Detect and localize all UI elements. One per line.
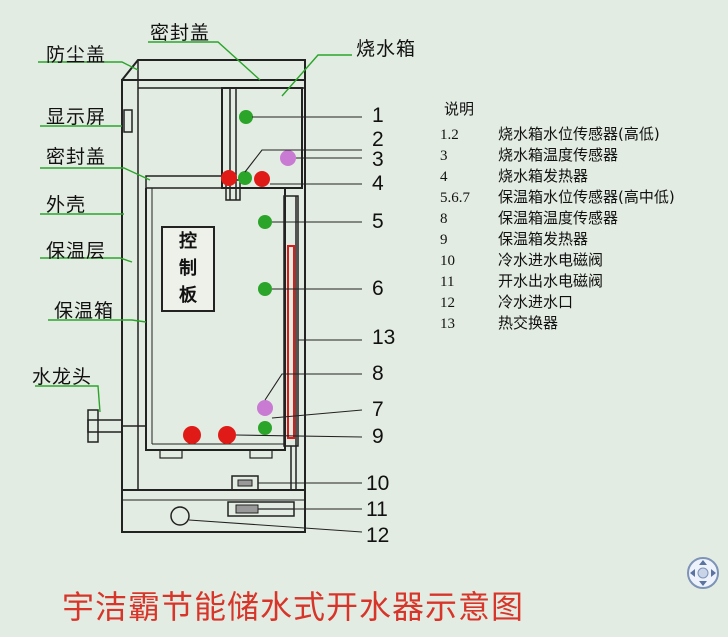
legend-key: 8 xyxy=(440,211,448,227)
legend-row: 13 热交换器 xyxy=(440,313,675,334)
faucet xyxy=(87,419,123,433)
callout-1: 1 xyxy=(372,104,384,127)
base-compartment xyxy=(121,489,306,533)
legend-value: 开水出水电磁阀 xyxy=(498,272,604,290)
callout-4: 4 xyxy=(372,172,384,195)
legend-value: 保温箱发热器 xyxy=(498,230,589,248)
legend-row: 12 冷水进水口 xyxy=(440,292,675,313)
callout-13: 13 xyxy=(372,326,396,349)
legend-key: 13 xyxy=(440,316,455,332)
legend: 1.2 烧水箱水位传感器(高低) 3 烧水箱温度传感器 4 烧水箱发热器 5.6.7 保… xyxy=(440,124,675,334)
callout-7: 7 xyxy=(372,398,384,421)
callout-3: 3 xyxy=(372,148,384,171)
legend-key: 3 xyxy=(440,148,448,164)
control-board: 控 制 板 xyxy=(161,226,215,312)
label-top-seal-cover: 密封盖 xyxy=(150,22,211,44)
legend-key: 1.2 xyxy=(440,127,459,143)
legend-value: 冷水进水电磁阀 xyxy=(498,251,604,269)
sensor-2 xyxy=(238,171,252,185)
cold-water-inlet xyxy=(170,506,190,526)
label-dust-cover: 防尘盖 xyxy=(46,44,107,66)
insulated-tank xyxy=(145,188,286,451)
display-screen xyxy=(123,109,133,133)
legend-key: 5.6.7 xyxy=(440,190,470,206)
legend-key: 12 xyxy=(440,295,455,311)
callout-9: 9 xyxy=(372,425,384,448)
directional-pad-icon[interactable] xyxy=(686,556,720,590)
sensor-6 xyxy=(258,282,272,296)
dust-cover-lid xyxy=(121,59,306,81)
heater-4b xyxy=(254,171,270,187)
legend-row: 10 冷水进水电磁阀 xyxy=(440,250,675,271)
legend-value: 保温箱温度传感器 xyxy=(498,209,619,227)
callout-5: 5 xyxy=(372,210,384,233)
control-board-char: 制 xyxy=(179,257,197,279)
sensor-3 xyxy=(280,150,296,166)
middle-seal-cover xyxy=(145,175,223,189)
callout-2: 2 xyxy=(372,128,384,151)
boil-tank xyxy=(221,87,303,189)
legend-title: 说明 xyxy=(444,100,475,118)
legend-row: 3 烧水箱温度传感器 xyxy=(440,145,675,166)
callout-12: 12 xyxy=(366,524,390,547)
legend-row: 4 烧水箱发热器 xyxy=(440,166,675,187)
sensor-5 xyxy=(258,215,272,229)
callout-10: 10 xyxy=(366,472,390,495)
sensor-7 xyxy=(258,421,272,435)
label-display: 显示屏 xyxy=(46,106,107,128)
legend-key: 11 xyxy=(440,274,455,290)
label-insulation-layer: 保温层 xyxy=(46,240,107,262)
callout-11: 11 xyxy=(366,498,388,521)
legend-value: 保温箱水位传感器(高中低) xyxy=(498,188,675,206)
legend-value: 烧水箱发热器 xyxy=(498,167,589,185)
label-insulated-tank: 保温箱 xyxy=(54,300,115,322)
legend-row: 1.2 烧水箱水位传感器(高低) xyxy=(440,124,675,145)
legend-row: 11 开水出水电磁阀 xyxy=(440,271,675,292)
heater-4a xyxy=(221,170,237,186)
legend-key: 10 xyxy=(440,253,455,269)
heater-9a xyxy=(183,426,201,444)
callout-6: 6 xyxy=(372,277,384,300)
diagram-caption: 宇洁霸节能储水式开水器示意图 xyxy=(62,588,525,626)
label-faucet: 水龙头 xyxy=(32,366,93,388)
label-boil-tank: 烧水箱 xyxy=(356,38,417,60)
legend-value: 烧水箱温度传感器 xyxy=(498,146,619,164)
legend-value: 烧水箱水位传感器(高低) xyxy=(498,125,660,143)
legend-value: 热交换器 xyxy=(498,314,559,332)
label-shell: 外壳 xyxy=(46,194,87,216)
label-mid-seal-cover: 密封盖 xyxy=(46,146,107,168)
heater-9b xyxy=(218,426,236,444)
sensor-8 xyxy=(257,400,273,416)
legend-row: 8 保温箱温度传感器 xyxy=(440,208,675,229)
sensor-1 xyxy=(239,110,253,124)
legend-key: 4 xyxy=(440,169,448,185)
control-board-char: 控 xyxy=(179,230,197,252)
control-board-char: 板 xyxy=(179,285,197,307)
callout-8: 8 xyxy=(372,362,384,385)
legend-row: 5.6.7 保温箱水位传感器(高中低) xyxy=(440,187,675,208)
legend-row: 9 保温箱发热器 xyxy=(440,229,675,250)
legend-key: 9 xyxy=(440,232,448,248)
legend-value: 冷水进水口 xyxy=(498,293,574,311)
